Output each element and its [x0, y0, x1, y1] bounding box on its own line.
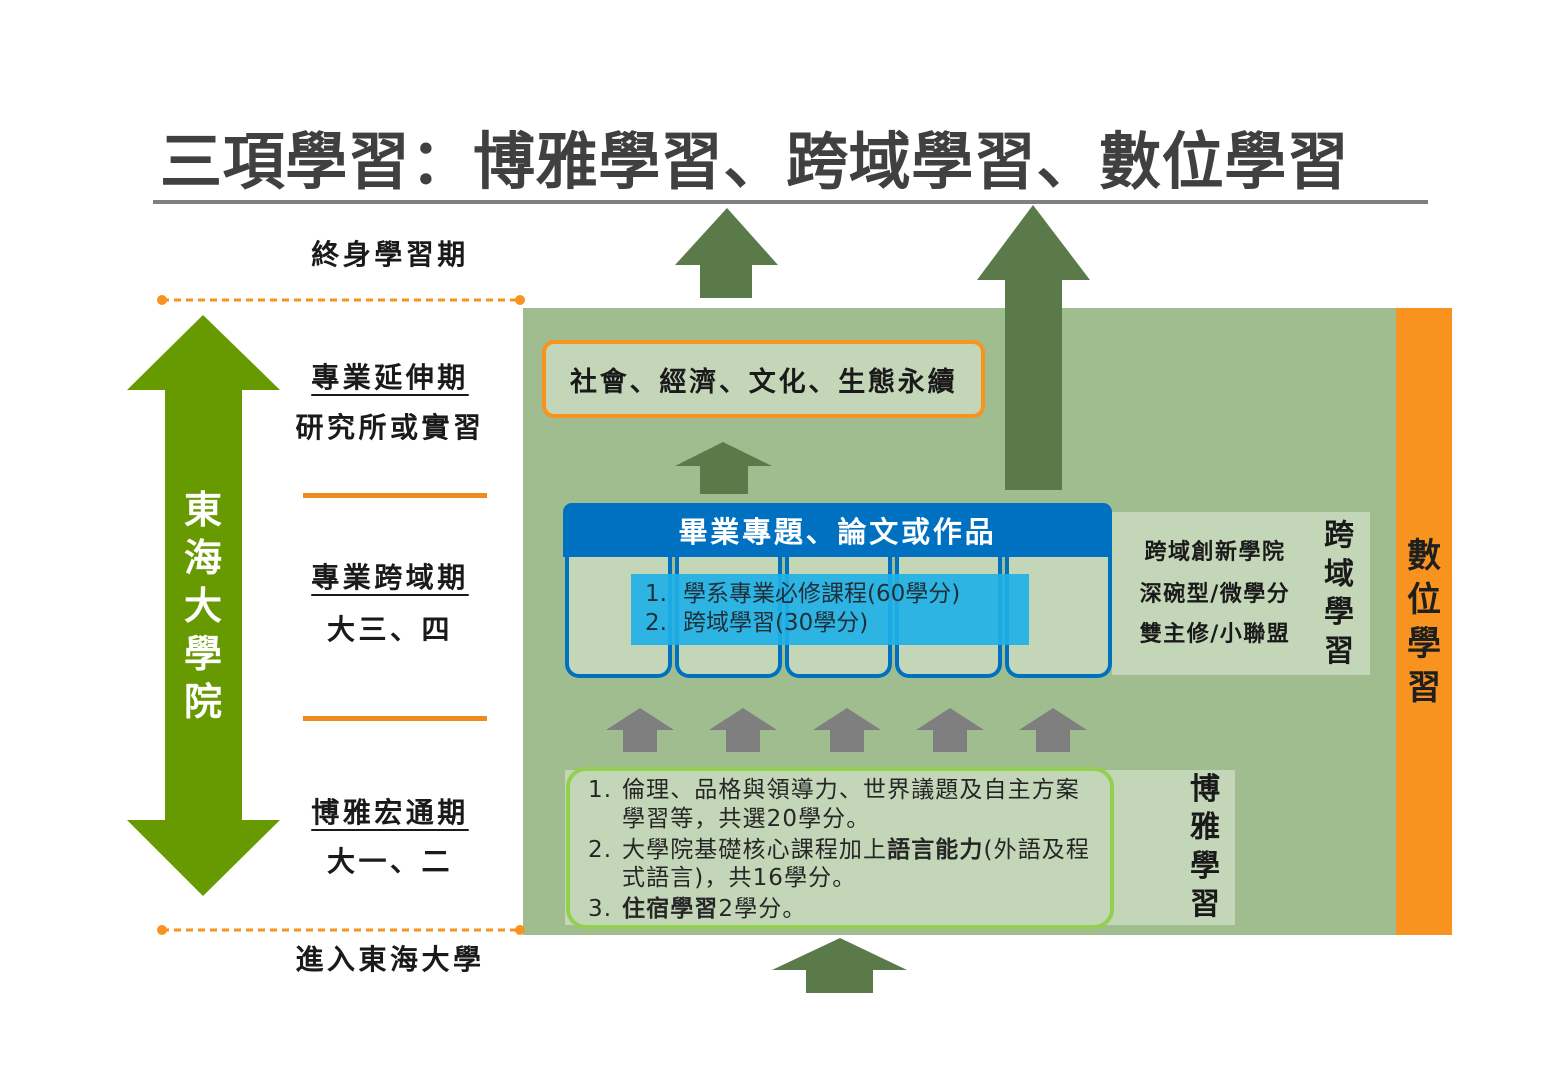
- liberal-item-text: 倫理、品格與領導力、世界議題及自主方案: [622, 777, 1080, 803]
- cross-domain-program: 跨域創新學院: [1144, 540, 1286, 565]
- stage-extension: 專業延伸期: [290, 360, 490, 396]
- requirements-box: [631, 574, 1029, 645]
- requirement-text: 跨域學習(30學分): [683, 610, 869, 636]
- gray-arrow-row: [606, 708, 1087, 752]
- stage-period: 大三、四: [326, 613, 453, 646]
- digital-learning-label: 數位學習: [1407, 536, 1441, 708]
- entry-divider: [157, 925, 525, 935]
- up-arrow-to-lifelong: [675, 208, 778, 298]
- gray-up-arrow: [606, 708, 674, 752]
- capstone-header: 畢業專題、論文或作品: [563, 503, 1112, 557]
- gray-up-arrow: [813, 708, 881, 752]
- up-arrow-entry: [772, 938, 907, 993]
- university-double-arrow: [127, 315, 280, 896]
- university-label: 東海大學院: [183, 488, 222, 724]
- liberal-item-text-part: 2學分。: [718, 896, 807, 922]
- up-arrow-long: [977, 205, 1090, 490]
- gray-up-arrow: [1019, 708, 1087, 752]
- cross-domain-program: 雙主修/小聯盟: [1139, 622, 1291, 647]
- requirement-text: 學系專業必修課程(60學分): [683, 581, 961, 607]
- capstone-title: 畢業專題、論文或作品: [678, 515, 997, 549]
- sustainability-goal-box: 社會、經濟、文化、生態永續: [542, 340, 985, 418]
- stage-period: 大一、二: [326, 845, 453, 878]
- liberal-item-text-part: (外語及程: [983, 837, 1090, 863]
- stage-divider: [303, 716, 487, 721]
- liberal-arts-label: 博雅學習: [1190, 772, 1220, 922]
- liberal-arts-panel: [565, 770, 1235, 925]
- stage-divider: [303, 493, 487, 498]
- title-underline: [153, 200, 1428, 204]
- digital-learning-bar: [1396, 308, 1452, 935]
- liberal-item-number: 3.: [588, 896, 613, 922]
- entry-label: 進入東海大學: [295, 943, 485, 976]
- lifelong-divider: [157, 295, 525, 305]
- gray-up-arrow: [916, 708, 984, 752]
- liberal-item-text-part: 大學院基礎核心課程加上: [622, 837, 888, 863]
- language-ability-emphasis: 語言能力: [887, 837, 984, 863]
- stage-liberal-arts: 博雅宏通期: [290, 795, 490, 831]
- cross-domain-label: 跨域學習: [1324, 518, 1354, 669]
- liberal-item-number: 1.: [588, 777, 613, 803]
- requirement-number: 1.: [645, 581, 667, 607]
- lifelong-stage-label: 終身學習期: [311, 238, 469, 271]
- stage-period: 研究所或實習: [295, 411, 485, 444]
- liberal-item-text: 學習等，共選20學分。: [622, 806, 871, 832]
- cross-domain-panel: [1112, 512, 1370, 675]
- stage-cross-domain: 專業跨域期: [290, 560, 490, 596]
- up-arrow-to-goal: [675, 442, 772, 494]
- liberal-item-text: 住宿學習2學分。: [622, 894, 806, 924]
- liberal-arts-box: [566, 767, 1114, 929]
- sustainability-goal-text: 社會、經濟、文化、生態永續: [570, 366, 958, 398]
- requirement-number: 2.: [645, 610, 667, 636]
- liberal-item-text: 式語言)，共16學分。: [622, 865, 857, 891]
- stage-name: 專業跨域期: [311, 561, 469, 594]
- stage-name: 專業延伸期: [311, 361, 469, 394]
- residential-learning-emphasis: 住宿學習: [622, 896, 719, 922]
- stage-name: 博雅宏通期: [311, 796, 469, 829]
- liberal-item-number: 2.: [588, 837, 613, 863]
- cross-domain-program: 深碗型/微學分: [1139, 582, 1291, 607]
- page-title: 三項學習：博雅學習、跨域學習、數位學習: [160, 125, 1350, 198]
- gray-up-arrow: [709, 708, 777, 752]
- liberal-item-text: 大學院基礎核心課程加上語言能力(外語及程: [622, 835, 1090, 865]
